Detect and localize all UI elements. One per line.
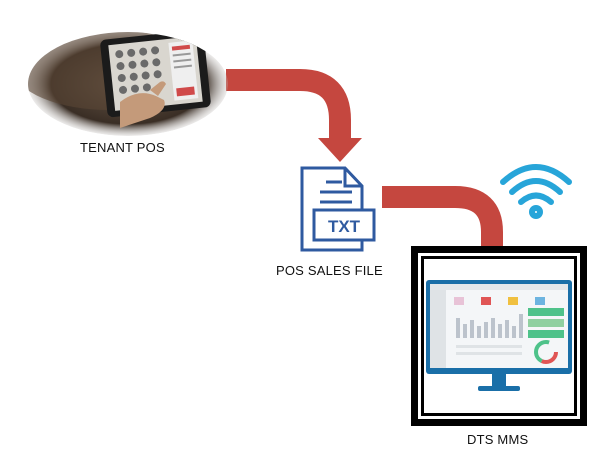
tenant-pos-photo [28, 32, 228, 136]
dts-mms-label: DTS MMS [467, 432, 529, 447]
monitor-dashboard-icon [426, 280, 572, 391]
pos-sales-file-label: POS SALES FILE [276, 263, 383, 278]
txt-badge: TXT [328, 217, 361, 236]
wifi-icon [500, 164, 572, 219]
txt-badge-box [312, 208, 376, 242]
arrow-pos-to-file [226, 69, 362, 162]
tenant-pos-label: TENANT POS [80, 140, 165, 155]
